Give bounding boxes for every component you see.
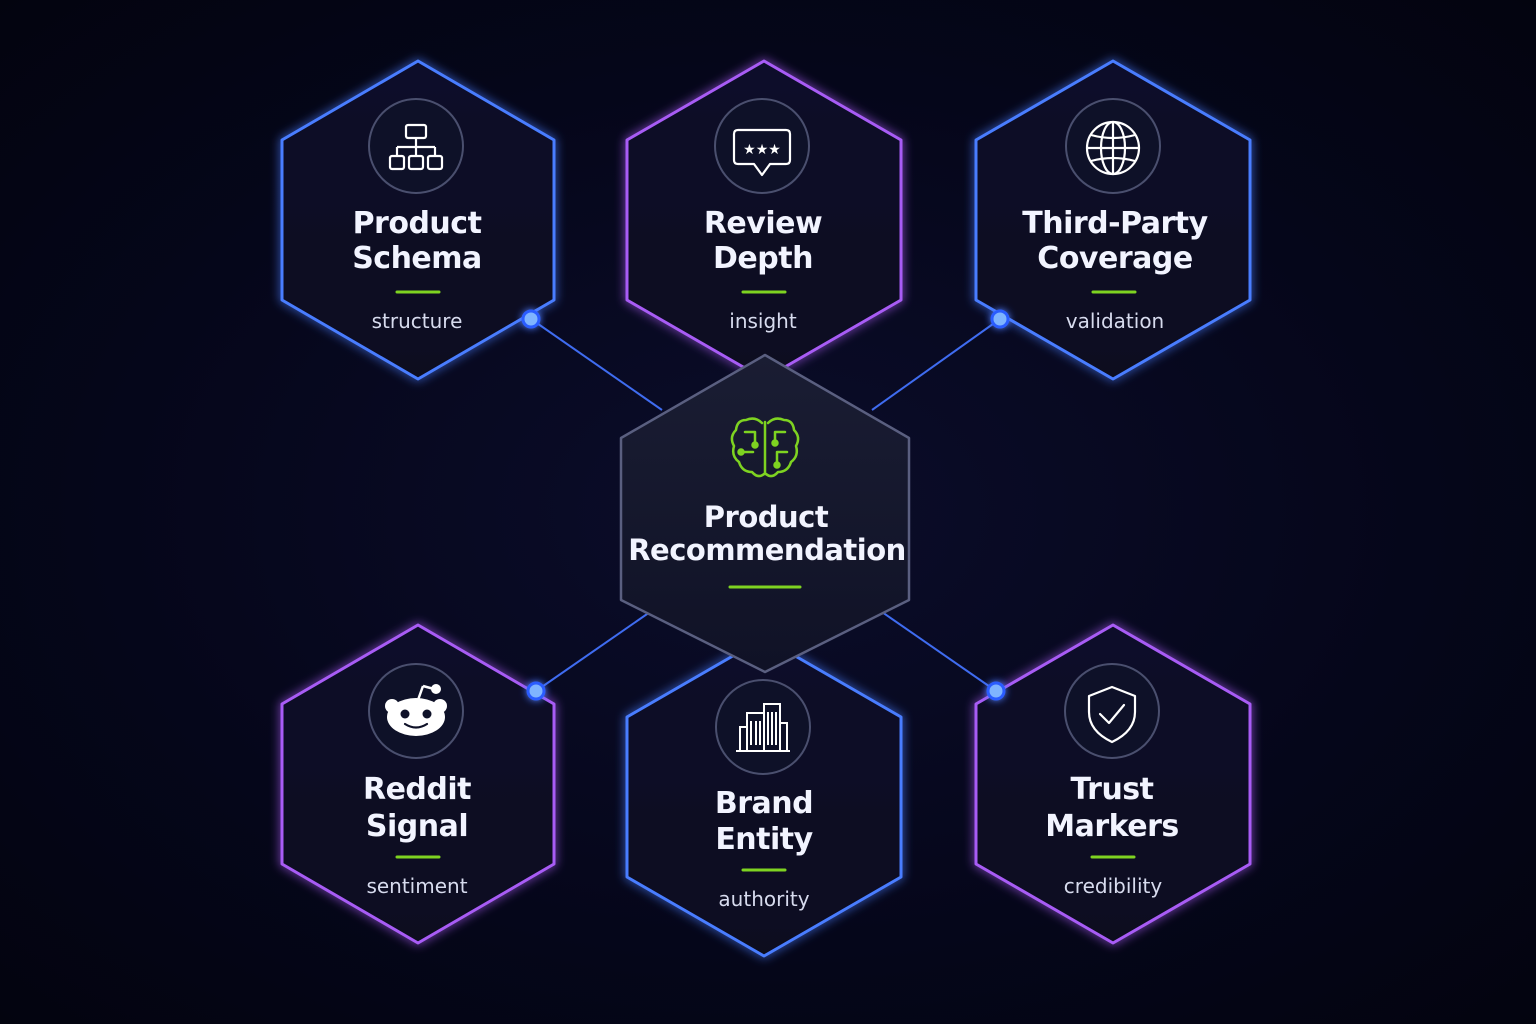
svg-text:★★★: ★★★ (743, 142, 781, 158)
third-party-coverage-title-1: Third-Party (1022, 206, 1208, 241)
building-icon (736, 703, 790, 752)
connector-reddit-signal (535, 611, 651, 692)
reddit-signal-title-2: Signal (366, 809, 468, 844)
hex-border (625, 636, 903, 958)
connector-dot (990, 309, 1010, 329)
connectors (530, 318, 1001, 692)
hex-border (280, 59, 556, 381)
review-depth-title-1: Review (704, 206, 822, 241)
node-center (619, 353, 911, 674)
node-subtitles: structure insight validation sentiment a… (366, 309, 1164, 911)
brand-entity-title-2: Entity (715, 822, 813, 857)
connector-trust-markers (881, 611, 997, 692)
third-party-coverage-subtitle: validation (1066, 309, 1164, 333)
reddit-signal-title-1: Reddit (363, 772, 471, 807)
brand-entity-subtitle: authority (718, 887, 809, 911)
connector-dots (521, 309, 1010, 701)
node-product-schema (280, 59, 556, 381)
product-schema-title-1: Product (353, 206, 482, 241)
review-depth-title-2: Depth (713, 241, 813, 276)
connector-third-party-coverage (871, 318, 1001, 411)
third-party-coverage-title-2: Coverage (1037, 241, 1192, 276)
connector-dot (986, 681, 1006, 701)
center-hex-border (619, 353, 911, 674)
reddit-signal-subtitle: sentiment (366, 874, 467, 898)
trust-markers-title-1: Trust (1070, 772, 1153, 807)
globe-icon (1085, 120, 1141, 176)
icon-circle (1064, 663, 1160, 759)
trust-markers-title-2: Markers (1045, 809, 1179, 844)
center-title-1: Product (704, 500, 829, 534)
star-rating-bubble-icon: ★★★ (732, 128, 792, 177)
connector-product-schema (530, 318, 663, 411)
brand-entity-title-1: Brand (715, 786, 813, 821)
brain-circuit-icon (730, 417, 800, 478)
accent-underlines (395, 290, 1137, 872)
product-schema-subtitle: structure (372, 309, 463, 333)
connector-dot (521, 309, 541, 329)
trust-markers-subtitle: credibility (1064, 874, 1163, 898)
hex-border (280, 623, 556, 945)
product-schema-title-2: Schema (352, 241, 482, 276)
review-depth-subtitle: insight (729, 309, 797, 333)
node-titles: Product Schema Review Depth Third-Party … (352, 206, 1209, 857)
node-third-party-coverage (974, 59, 1252, 381)
reddit-icon (385, 684, 447, 736)
hierarchy-icon (388, 123, 444, 171)
hex-border (974, 623, 1252, 945)
shield-check-icon (1087, 685, 1137, 744)
center-title-2: Recommendation (628, 533, 906, 567)
node-reddit-signal (280, 623, 556, 945)
hex-border (974, 59, 1252, 381)
icon-circle (714, 98, 810, 194)
node-brand-entity (625, 636, 903, 958)
connector-dot (526, 681, 546, 701)
node-trust-markers (974, 623, 1252, 945)
